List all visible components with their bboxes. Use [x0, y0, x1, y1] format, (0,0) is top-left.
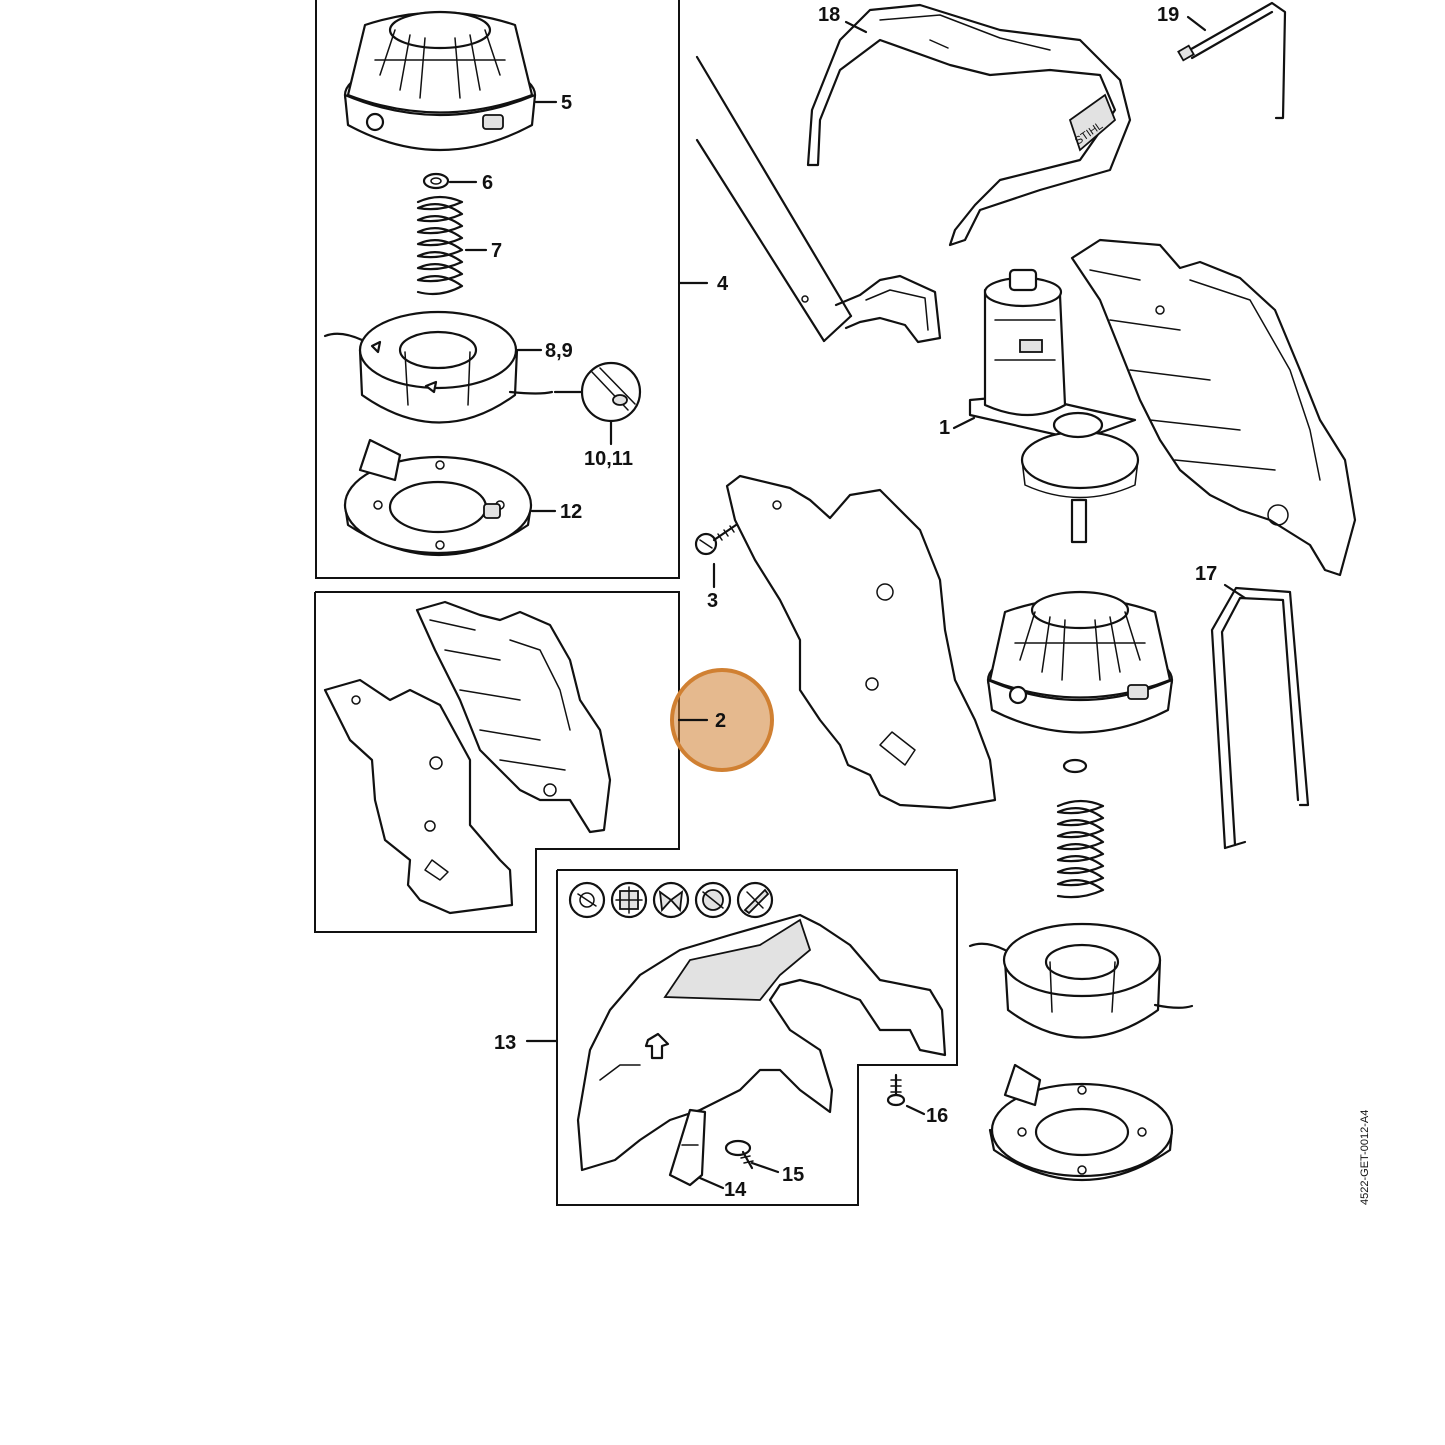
drawing-code: 4522-GET-0012-A4 [1359, 1110, 1371, 1205]
housing-shell-large-part[interactable] [1070, 238, 1357, 577]
housing-shell-left-part[interactable] [323, 678, 514, 915]
metal-blade-icon [610, 881, 648, 919]
callout-1[interactable]: 1 [939, 417, 950, 439]
circlip-part[interactable] [422, 172, 450, 190]
callout-5[interactable]: 5 [561, 92, 572, 114]
housing-shell-right-part[interactable] [415, 600, 612, 834]
trimmer-line-detail[interactable] [580, 361, 642, 423]
callout-18[interactable]: 18 [818, 4, 840, 26]
screw-16-part[interactable] [886, 1073, 906, 1107]
callout-16[interactable]: 16 [926, 1105, 948, 1127]
spool-cover-part[interactable] [343, 438, 533, 556]
rod-part[interactable] [1177, 1, 1287, 120]
spool-housing-2-part[interactable] [986, 590, 1174, 734]
blade-screw-part[interactable] [724, 1139, 754, 1170]
callout-4[interactable]: 4 [717, 273, 729, 295]
spool-housing-part[interactable] [343, 10, 537, 151]
tool-icon-row [568, 881, 774, 919]
spring-part[interactable] [416, 195, 464, 296]
screw-part[interactable] [694, 523, 738, 556]
trimmer-head-icon [568, 881, 606, 919]
callout-10-11[interactable]: 10,11 [584, 448, 633, 470]
brush-knife-icon [736, 881, 774, 919]
deflector-guard-part[interactable] [576, 913, 947, 1172]
callout-3[interactable]: 3 [707, 590, 718, 612]
spool-2-part[interactable] [968, 922, 1194, 1039]
trimmer-head-kit-box [315, 0, 709, 579]
spring-2-part[interactable] [1056, 799, 1105, 899]
deflector-kit-box [525, 869, 958, 1206]
callout-15[interactable]: 15 [782, 1164, 804, 1186]
callout-17[interactable]: 17 [1195, 563, 1217, 585]
callout-6[interactable]: 6 [482, 172, 493, 194]
callout-2-highlight[interactable] [670, 668, 774, 772]
housing-front-shell-part[interactable] [725, 474, 997, 810]
callout-13[interactable]: 13 [494, 1032, 516, 1054]
grass-cutting-blade-icon [652, 881, 690, 919]
saw-blade-icon [694, 881, 732, 919]
cable-clip-part[interactable] [834, 274, 942, 344]
callout-12[interactable]: 12 [560, 501, 582, 523]
shaft-tube-part[interactable] [695, 55, 853, 343]
wire-guard-part[interactable] [1210, 586, 1310, 850]
motor-part[interactable] [968, 268, 1140, 544]
spool-part[interactable] [323, 310, 554, 424]
circlip-2-part[interactable] [1062, 758, 1088, 774]
callout-2[interactable]: 2 [715, 710, 726, 732]
callout-19[interactable]: 19 [1157, 4, 1179, 26]
spool-cover-2-part[interactable] [988, 1063, 1174, 1181]
callout-7[interactable]: 7 [491, 240, 502, 262]
safety-glasses-part[interactable]: STIHL [806, 3, 1132, 247]
callout-8-9[interactable]: 8,9 [545, 340, 573, 362]
line-cutter-blade-part[interactable] [668, 1108, 707, 1187]
callout-14[interactable]: 14 [724, 1179, 747, 1201]
motor-housing-kit-box [314, 591, 680, 933]
